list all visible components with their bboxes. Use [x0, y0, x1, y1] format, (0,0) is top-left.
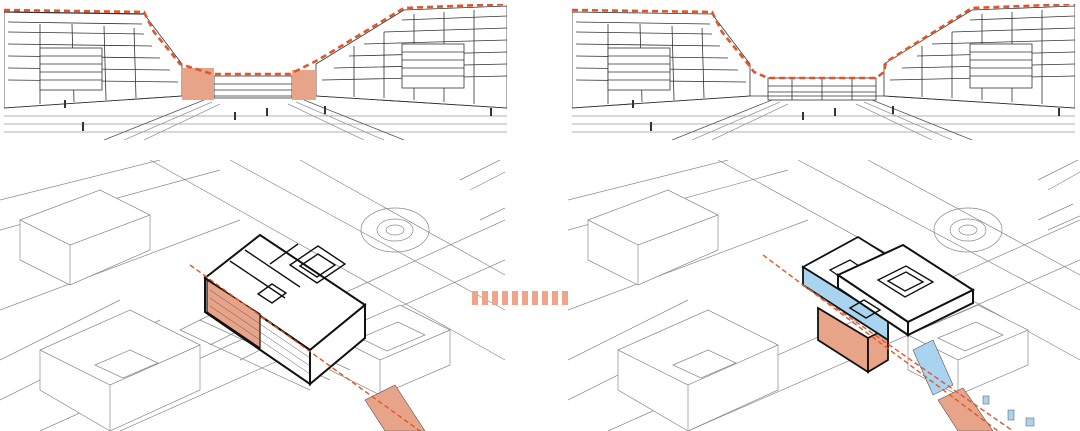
- street-view-before-panel: [4, 4, 507, 140]
- street-view-before-drawing: [4, 4, 507, 140]
- axonometric-before-panel: [0, 160, 505, 431]
- blue-wing-after: [801, 235, 905, 342]
- street-view-after-drawing: [572, 4, 1075, 140]
- alignment-dashed-line: [189, 264, 421, 431]
- alignment-dashed-line: [762, 254, 999, 431]
- alignment-dashed-line-2: [802, 284, 1014, 431]
- skyline-dashed-line: [4, 4, 507, 76]
- lower-volume-after: [817, 306, 889, 374]
- highlight-ground-strip: [364, 384, 426, 431]
- highlight-ground-strip: [937, 387, 994, 431]
- highlight-blue-block: [1007, 409, 1015, 421]
- axonometric-before-drawing: [0, 160, 505, 431]
- street-view-after-panel: [572, 4, 1075, 140]
- highlight-facade-right: [292, 70, 316, 100]
- axonometric-after-drawing: [568, 160, 1080, 431]
- skyline-dashed-line: [572, 4, 1075, 80]
- highlight-blue-strip: [912, 339, 954, 396]
- axonometric-after-panel: [568, 160, 1080, 431]
- highlight-blue-block: [1025, 417, 1035, 427]
- highlight-blue-block: [982, 395, 990, 405]
